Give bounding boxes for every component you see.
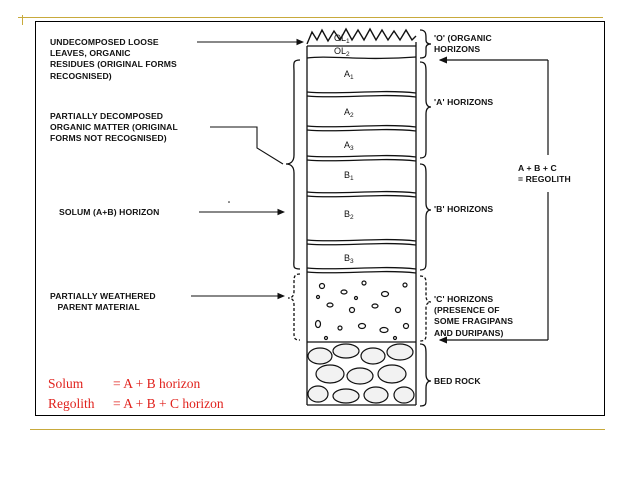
top-accent-line bbox=[18, 17, 603, 18]
right-braces bbox=[419, 29, 432, 407]
regolith-bracket bbox=[438, 56, 549, 344]
horizon-letter: OL bbox=[334, 46, 347, 56]
horizon-label-a3: A3 bbox=[344, 140, 354, 152]
regolith-definition: = A + B + C horizon bbox=[113, 396, 224, 411]
c-horizon-fragments bbox=[314, 280, 410, 341]
label-a-horizons: 'A' HORIZONS bbox=[434, 97, 494, 107]
horizon-label-b3: B3 bbox=[344, 253, 354, 265]
horizon-sub: 2 bbox=[350, 112, 354, 119]
horizon-sub: 1 bbox=[350, 175, 354, 182]
label-c-horizons: 'C' HORIZONS (PRESENCE OF SOME FRAGIPANS… bbox=[434, 294, 514, 338]
label-regolith: A + B + C = REGOLITH bbox=[518, 163, 571, 185]
horizon-sub: 2 bbox=[346, 51, 350, 58]
stray-dot bbox=[228, 201, 230, 203]
label-undecomposed: UNDECOMPOSED LOOSE LEAVES, ORGANIC RESID… bbox=[50, 37, 177, 81]
label-partially-decomposed: PARTIALLY DECOMPOSED ORGANIC MATTER (ORI… bbox=[50, 111, 178, 144]
regolith-term: Regolith bbox=[48, 396, 95, 411]
horizon-label-ol1: OL1 bbox=[334, 33, 350, 45]
horizon-sub: 1 bbox=[346, 38, 350, 45]
horizon-label-b2: B2 bbox=[344, 209, 354, 221]
label-bed-rock: BED ROCK bbox=[434, 376, 481, 386]
horizon-letter: B bbox=[344, 253, 351, 263]
bedrock-stones bbox=[307, 343, 415, 404]
horizon-letter: A bbox=[344, 107, 351, 117]
horizon-sub: 3 bbox=[350, 145, 354, 152]
bottom-accent-line bbox=[30, 429, 605, 430]
horizon-label-b1: B1 bbox=[344, 170, 354, 182]
horizon-sub: 2 bbox=[350, 214, 354, 221]
horizon-letter: B bbox=[344, 170, 351, 180]
horizon-letter: A bbox=[344, 140, 351, 150]
soil-column bbox=[306, 27, 417, 406]
horizon-letter: OL bbox=[334, 33, 347, 43]
horizon-letter: B bbox=[344, 209, 351, 219]
horizon-label-ol2: OL2 bbox=[334, 46, 350, 58]
left-accent-line bbox=[22, 15, 23, 25]
solum-definition: = A + B horizon bbox=[113, 376, 201, 391]
label-solum: SOLUM (A+B) HORIZON bbox=[59, 207, 160, 217]
solum-term: Solum bbox=[48, 376, 84, 391]
horizon-label-a1: A1 bbox=[344, 69, 354, 81]
label-partially-weathered: PARTIALLY WEATHERED PARENT MATERIAL bbox=[50, 291, 156, 313]
horizon-sub: 3 bbox=[350, 258, 354, 265]
weathered-brace bbox=[287, 273, 301, 341]
label-o-horizons: 'O' (ORGANIC HORIZONS bbox=[434, 33, 492, 55]
solum-brace bbox=[285, 59, 301, 270]
diagram-frame bbox=[35, 21, 605, 416]
horizon-sub: 1 bbox=[350, 74, 354, 81]
leader-lines bbox=[191, 38, 305, 300]
label-b-horizons: 'B' HORIZONS bbox=[434, 204, 494, 214]
horizon-letter: A bbox=[344, 69, 351, 79]
horizon-label-a2: A2 bbox=[344, 107, 354, 119]
